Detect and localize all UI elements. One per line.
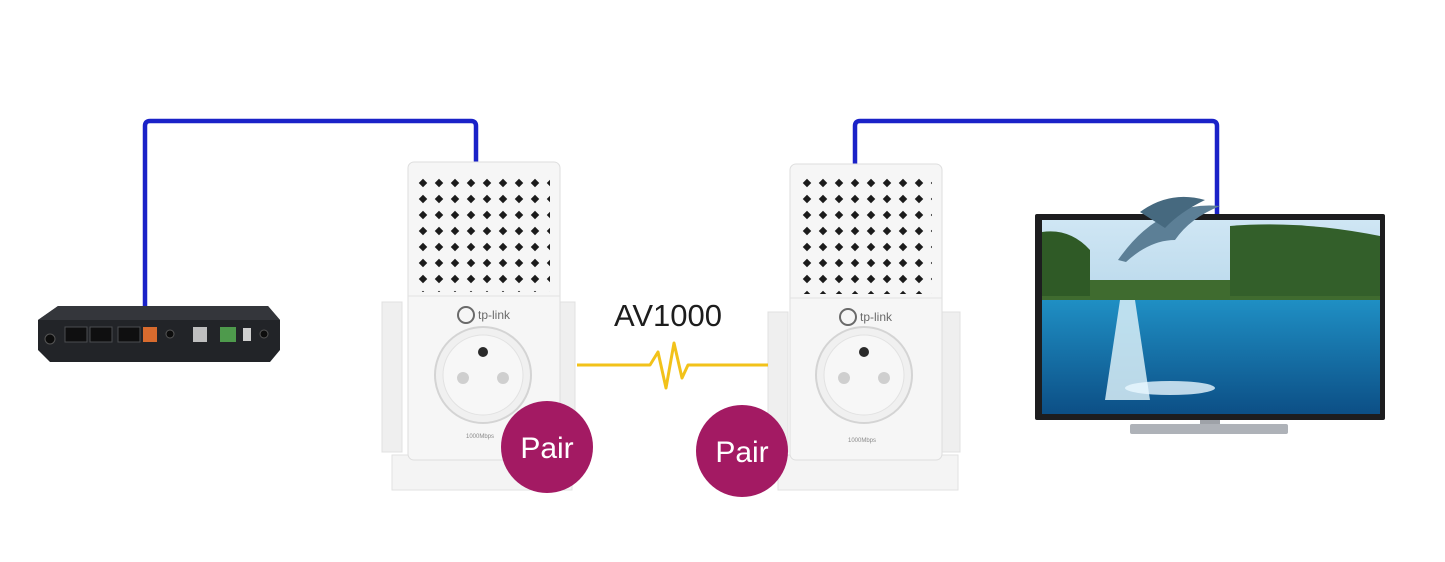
cable-router-to-adapter xyxy=(142,118,479,306)
powerline-adapter-right: tp-link 1000Mbps xyxy=(767,163,961,491)
router-icon xyxy=(38,306,280,362)
pair-badge-left xyxy=(501,401,593,493)
brand-label-right: tp-link xyxy=(860,310,893,324)
link-label: AV1000 xyxy=(614,298,722,333)
cable-adapter-to-tv xyxy=(852,118,1220,215)
brand-label-left: tp-link xyxy=(478,308,511,322)
zigzag-signal-icon xyxy=(577,341,768,390)
pair-label-right: Pair xyxy=(715,436,768,469)
speed-label-right: 1000Mbps xyxy=(848,438,876,444)
television-icon xyxy=(1035,196,1385,434)
pair-label-left: Pair xyxy=(520,432,573,465)
speed-label-left: 1000Mbps xyxy=(466,434,494,440)
powerline-adapter-left: tp-link 1000Mbps xyxy=(381,161,576,491)
pair-badge-right xyxy=(696,405,788,497)
